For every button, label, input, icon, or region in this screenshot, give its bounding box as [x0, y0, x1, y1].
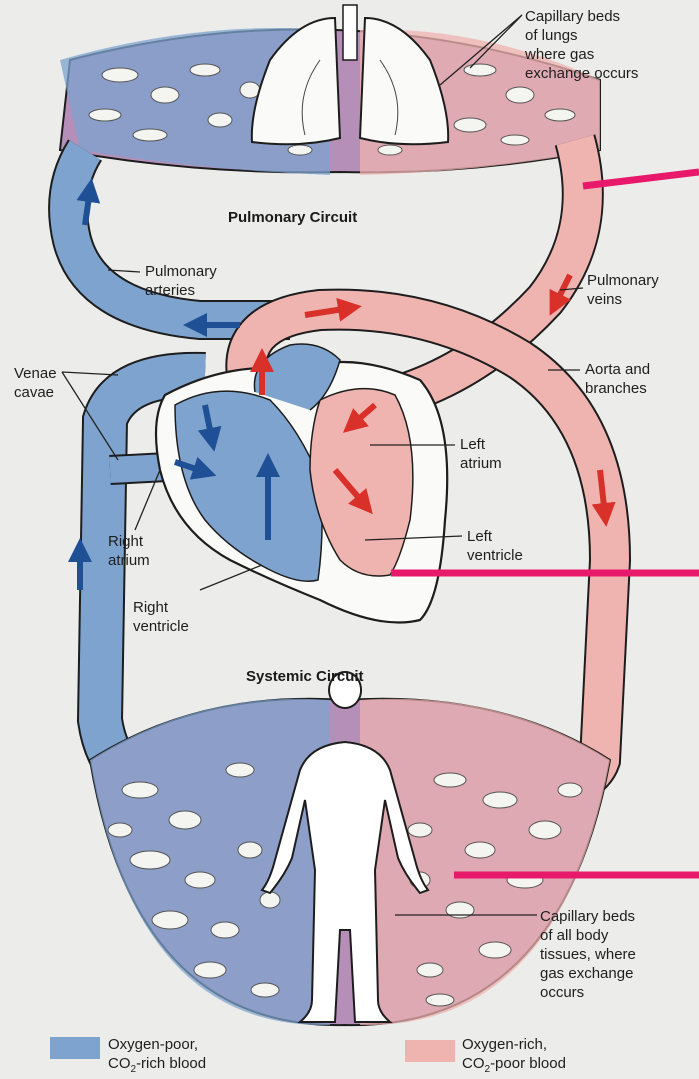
legend-swatch-oxygen-rich [405, 1040, 455, 1062]
legend-swatch-oxygen-poor [50, 1037, 100, 1059]
label-venae-cavae: Venae cavae [14, 365, 61, 401]
legend: Oxygen-poor, CO2-rich blood Oxygen-rich,… [50, 1036, 566, 1075]
label-left-ventricle: Left ventricle [467, 528, 523, 564]
label-aorta-branches: Aorta and branches [585, 361, 654, 397]
systemic-circuit-title: Systemic Circuit [246, 668, 364, 685]
pulmonary-circuit-title: Pulmonary Circuit [228, 209, 357, 226]
heart-icon [156, 344, 447, 623]
label-right-ventricle: Right ventricle [133, 599, 189, 635]
label-left-atrium: Left atrium [460, 436, 502, 472]
legend-label-oxygen-poor: Oxygen-poor, CO2-rich blood [108, 1036, 206, 1075]
legend-label-oxygen-rich: Oxygen-rich, CO2-poor blood [462, 1036, 566, 1075]
label-capillary-beds-lungs: Capillary beds of lungs where gas exchan… [524, 8, 638, 82]
label-pulmonary-veins: Pulmonary veins [587, 272, 663, 308]
label-capillary-beds-body: Capillary beds of all body tissues, wher… [540, 908, 640, 1001]
label-pulmonary-arteries: Pulmonary arteries [145, 263, 221, 299]
